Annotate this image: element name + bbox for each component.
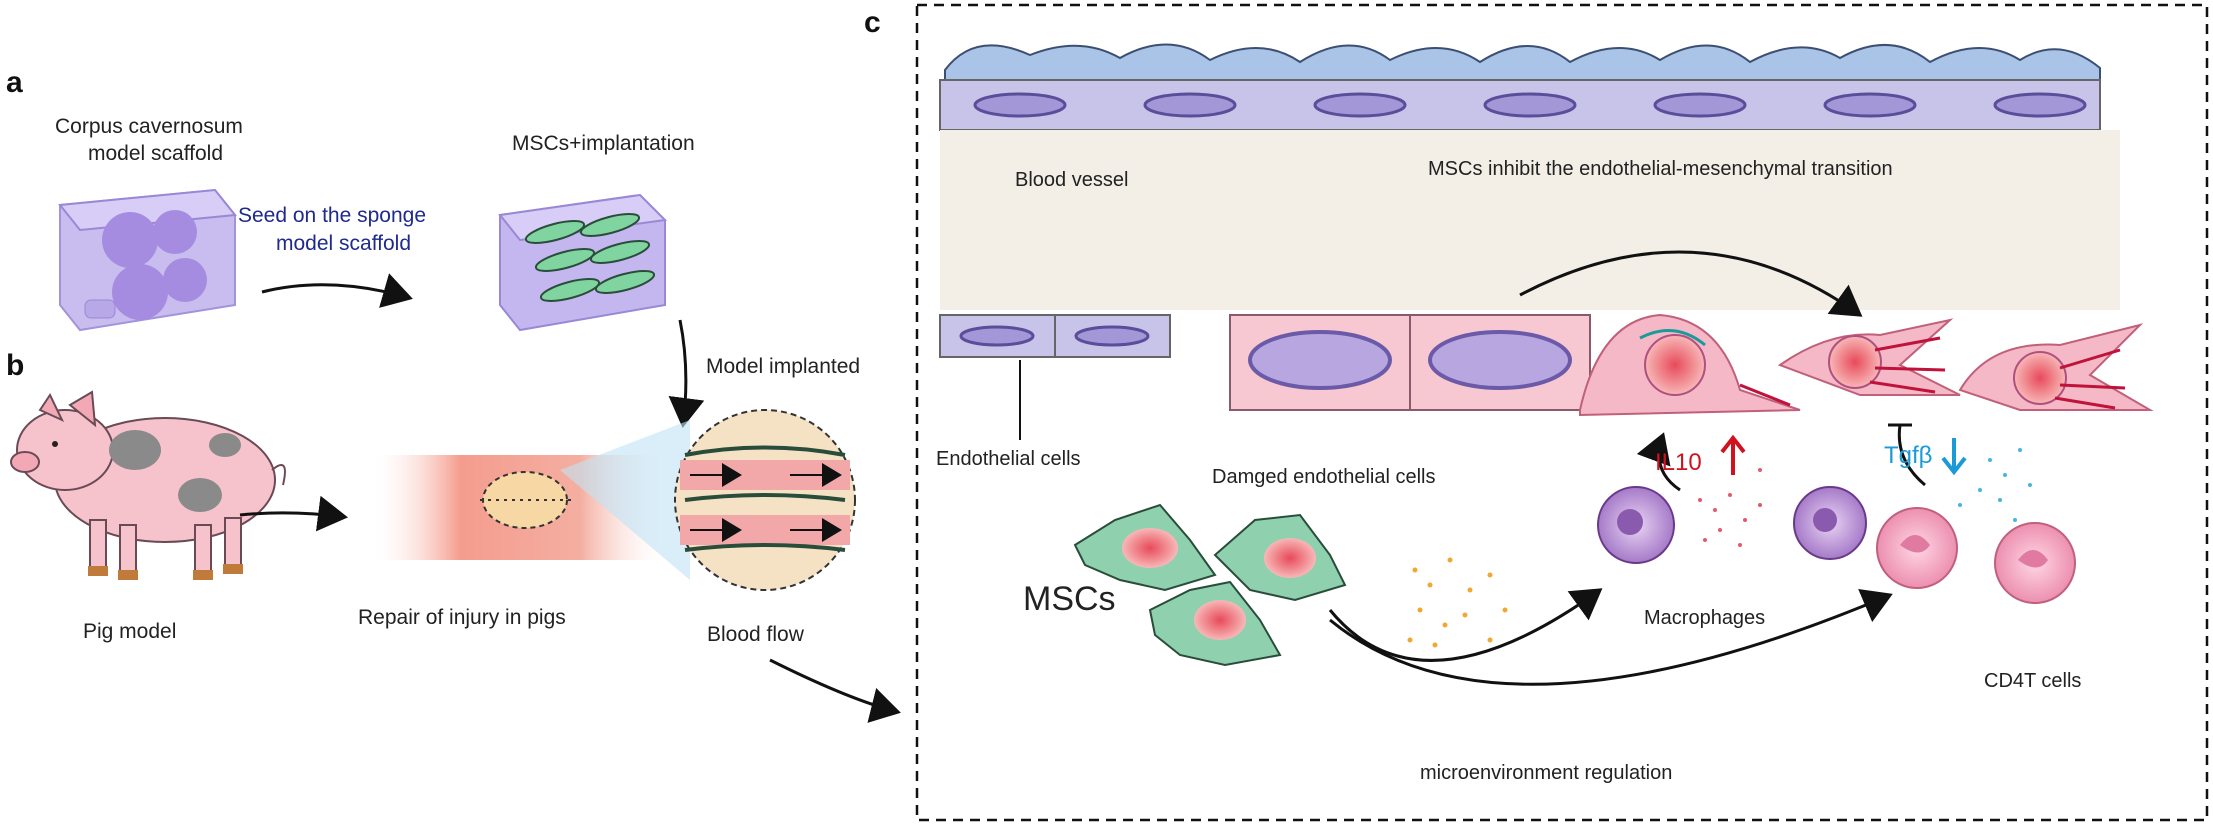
cd4t-label: CD4T cells — [1984, 670, 2081, 692]
microenv-label: microenvironment regulation — [1420, 762, 1672, 784]
mesenchymal-cells — [1579, 313, 2154, 417]
il10-dots — [1698, 468, 1762, 547]
arrow-to-macrophages — [1328, 588, 1603, 662]
mscs-label: MSCs — [1023, 580, 1116, 618]
secreted-factor-dots — [1407, 557, 1508, 648]
il10-up-arrow — [1720, 434, 1746, 475]
scaffold-label-line2: model scaffold — [88, 142, 223, 165]
damaged-endothelial-cells — [1229, 314, 1591, 411]
msc-cells — [1073, 503, 1347, 667]
cd4t-cells — [1876, 507, 2076, 604]
magnified-view — [560, 409, 856, 591]
vessel-top-wall — [939, 43, 2101, 131]
arrow-to-panel-c — [769, 658, 901, 723]
implant-label: MSCs+implantation — [512, 132, 695, 155]
tgfb-dots — [1958, 448, 2032, 522]
panel-c-letter: c — [864, 6, 881, 39]
damaged-label: Damged endothelial cells — [1212, 466, 1435, 488]
arrow-seed — [261, 273, 413, 308]
scaffold-label-line1: Corpus cavernosum — [55, 115, 243, 138]
arrow-model-implanted — [668, 319, 705, 428]
pig-illustration — [10, 390, 286, 580]
seed-label-line2: model scaffold — [276, 232, 411, 255]
blood-flow-label: Blood flow — [707, 623, 805, 646]
vessel-lumen — [940, 130, 2120, 310]
endothelial-label: Endothelial cells — [936, 448, 1081, 470]
seeded-scaffold — [498, 193, 668, 332]
il10-label: IL10 — [1655, 449, 1702, 476]
tgfb-down-arrow — [1941, 438, 1967, 476]
macrophage-cells — [1597, 486, 1867, 564]
transition-label: MSCs inhibit the endothelial-mesenchymal… — [1428, 158, 1893, 180]
seed-label-line1: Seed on the sponge — [238, 204, 426, 227]
vessel-label: Blood vessel — [1015, 169, 1128, 191]
arrow-to-cd4t — [1329, 588, 1893, 686]
arrow-pig — [239, 495, 348, 532]
panel-b-letter: b — [6, 349, 24, 382]
tgfb-inhibit-arc — [1888, 423, 1926, 487]
macrophages-label: Macrophages — [1644, 607, 1765, 629]
pig-label: Pig model — [83, 620, 176, 643]
model-implanted-label: Model implanted — [706, 355, 860, 378]
repair-label: Repair of injury in pigs — [358, 606, 566, 629]
tgfb-label: Tgfβ — [1884, 442, 1932, 469]
panel-a-letter: a — [6, 66, 23, 99]
endothelial-cells — [939, 314, 1171, 440]
il10-feedback-arc — [1636, 432, 1681, 492]
arrow-transition — [1519, 250, 1863, 317]
scaffold-model — [58, 188, 237, 332]
